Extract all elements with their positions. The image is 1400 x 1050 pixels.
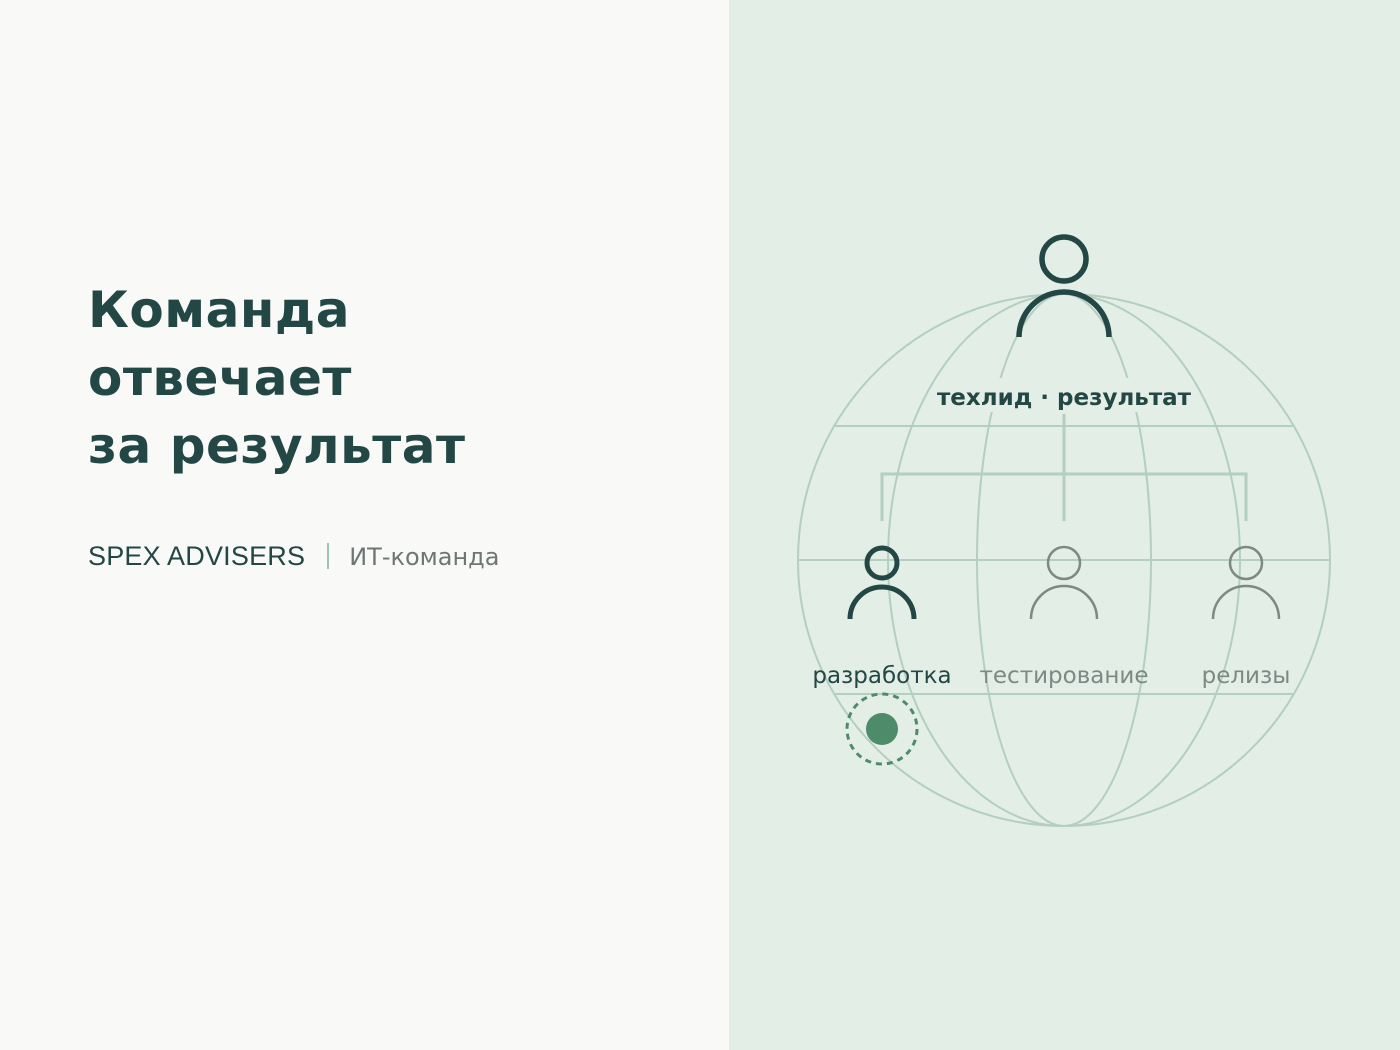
brand-tagline: ИТ-команда [349, 543, 500, 571]
headline-line-1: Команда [88, 281, 350, 339]
team-diagram: техлид · результат разработка тестирован… [797, 234, 1331, 827]
active-role-marker [845, 692, 919, 766]
headline-highlight: за результат [81, 412, 470, 480]
release-person-icon [1211, 545, 1281, 620]
connector-branches [880, 472, 1248, 521]
org-connectors [880, 414, 1248, 521]
left-panel [0, 0, 729, 1050]
role-label-development: разработка [812, 663, 951, 689]
headline-line-3-text: за результат [88, 417, 466, 475]
marker-dashed-ring [845, 692, 919, 766]
brand-name: SPEX ADVISERS [88, 540, 306, 571]
tester-person-icon [1029, 545, 1099, 620]
role-label-testing: тестирование [980, 663, 1149, 689]
brand-row: SPEX ADVISERS ИТ-команда [88, 538, 499, 574]
headline-line-3: за результат [81, 412, 470, 480]
marker-dot [866, 713, 898, 745]
lead-label-backdrop [938, 378, 1190, 412]
developer-person-icon [847, 545, 917, 620]
headline: Команда отвечает за результат [81, 276, 470, 480]
globe-icon [797, 293, 1331, 827]
right-panel [729, 0, 1400, 1050]
role-label-releases: релизы [1202, 663, 1291, 689]
brand-divider [327, 543, 330, 569]
lead-label: техлид · результат [937, 385, 1192, 411]
lead-person-icon [1016, 234, 1112, 338]
headline-line-2: отвечает [88, 349, 352, 407]
